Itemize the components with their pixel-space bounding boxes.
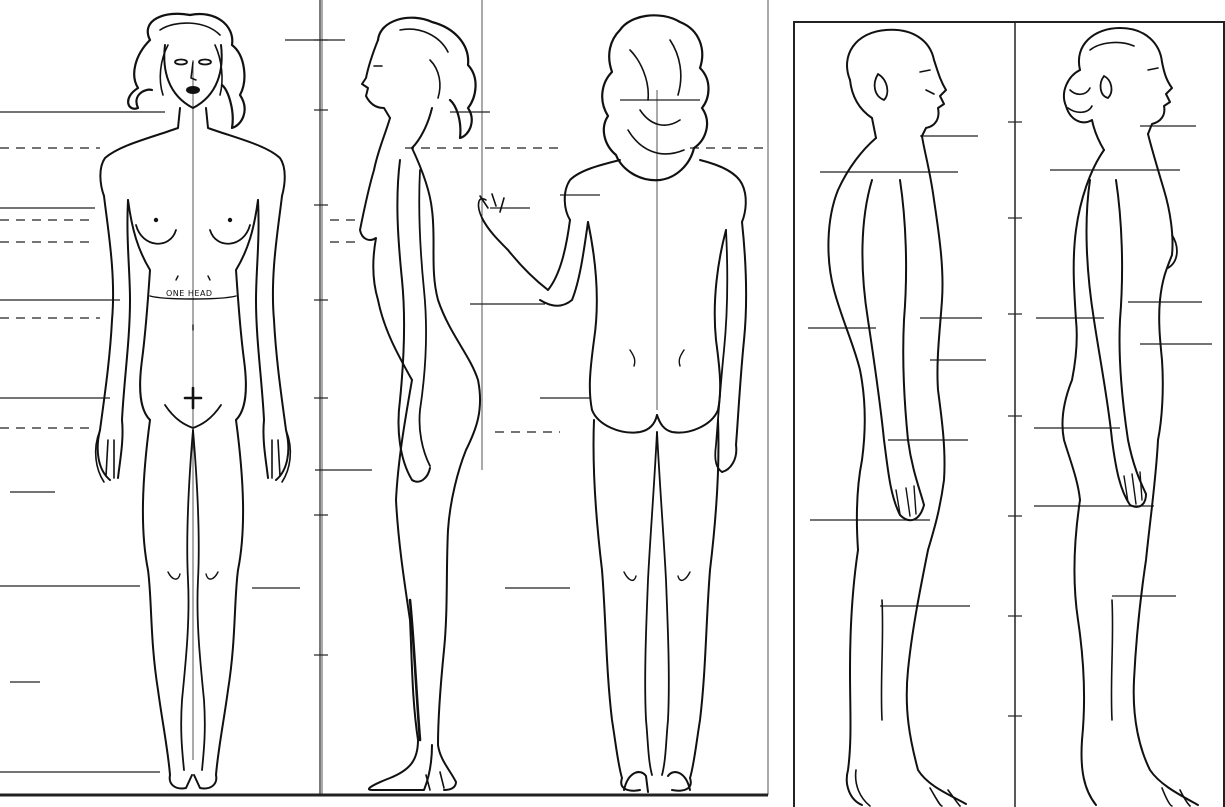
one-head-label: ONE HEAD [166,289,213,298]
right-panel [794,22,1224,807]
back-view-figure [479,15,747,792]
left-center-ticks [314,40,328,655]
left-dashed-guides [0,148,768,432]
male-guide-lines [808,136,986,606]
female-guide-lines [1034,126,1212,596]
female-side-figure [1062,28,1198,806]
side-view-figure [360,18,480,790]
male-side-figure [828,30,966,806]
left-horizontal-guides [0,40,768,795]
left-panel: ONE HEAD [0,0,768,795]
